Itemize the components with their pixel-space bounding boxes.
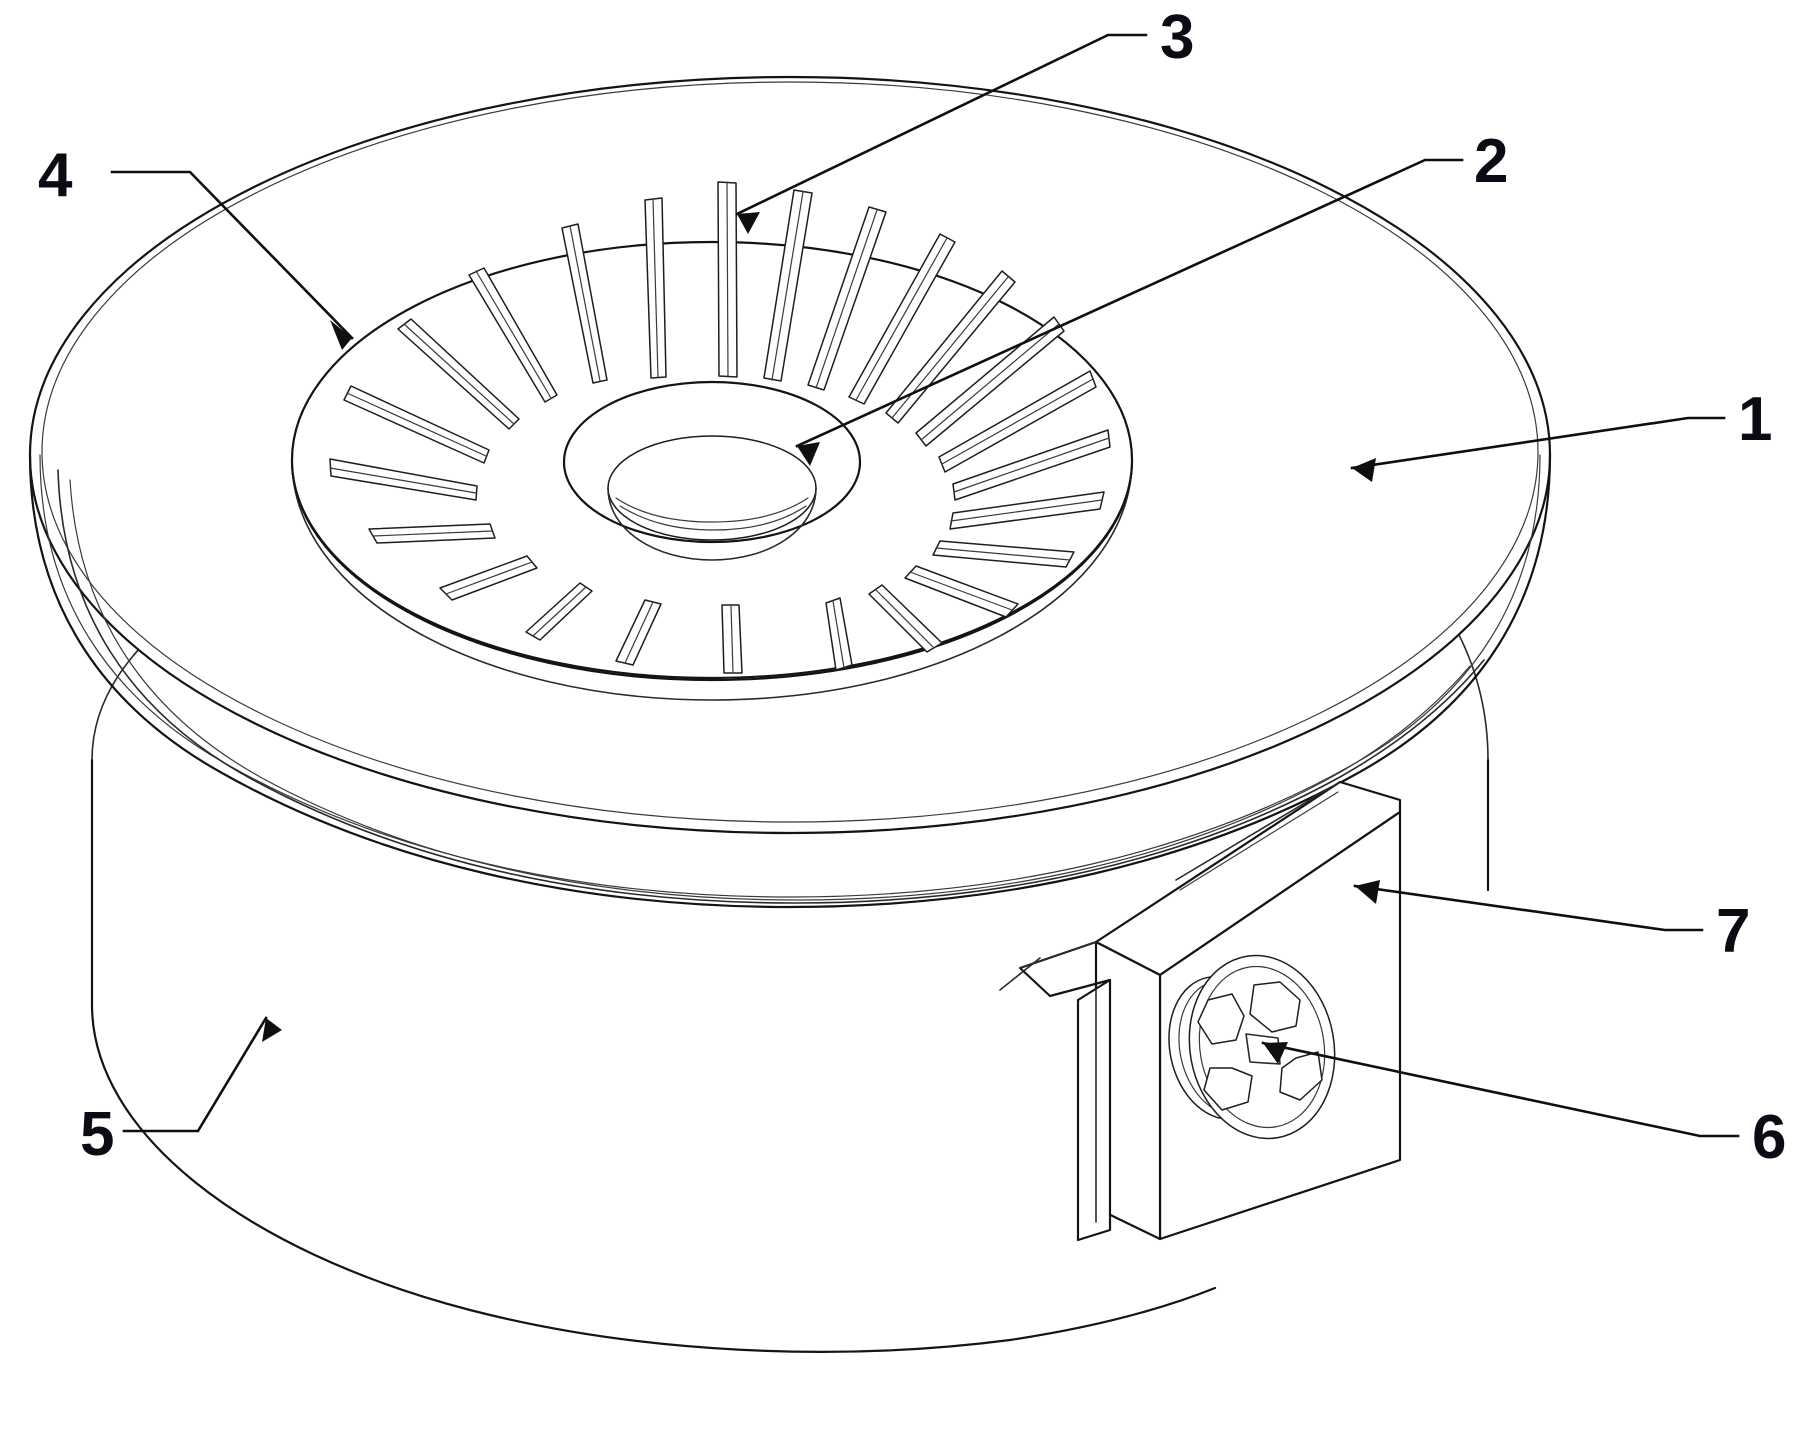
reference-label-6: 6 xyxy=(1752,1103,1786,1172)
impeller-vane-set xyxy=(329,181,1111,674)
center-bore xyxy=(607,435,817,561)
reference-label-5: 5 xyxy=(80,1100,114,1169)
caster-wheel xyxy=(1168,954,1336,1140)
reference-label-group: 4 3 2 1 7 6 5 xyxy=(38,3,1786,1172)
reference-label-7: 7 xyxy=(1716,897,1750,966)
vane-edge-highlights xyxy=(329,181,1110,674)
reference-label-4: 4 xyxy=(38,141,73,210)
reference-label-2: 2 xyxy=(1474,127,1508,196)
leader-lines xyxy=(110,33,1740,1138)
wheel-spokes xyxy=(1197,981,1323,1111)
reference-label-1: 1 xyxy=(1738,385,1772,454)
impeller-disc xyxy=(290,181,1134,701)
reference-label-3: 3 xyxy=(1160,3,1194,72)
